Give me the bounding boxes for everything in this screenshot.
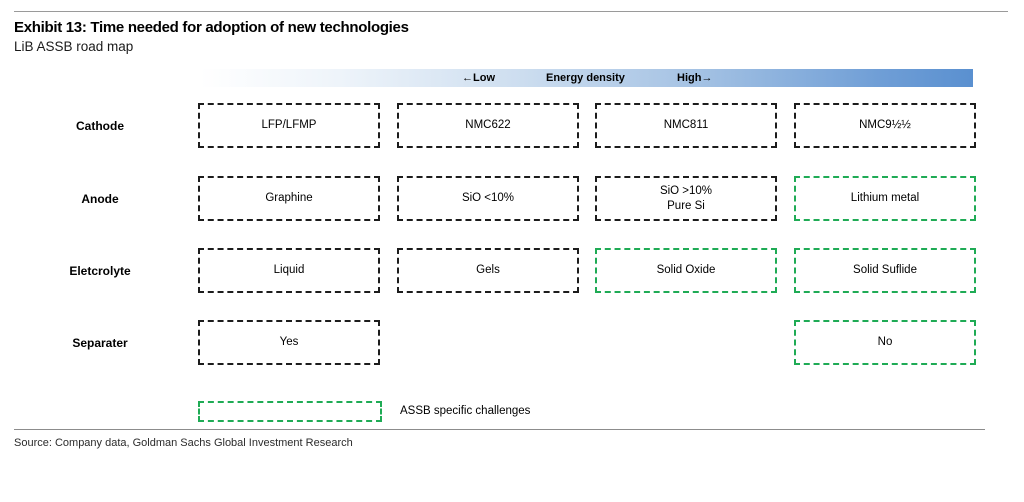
- cell-electrolyte-gels: Gels: [397, 248, 579, 293]
- cell-anode-sio-lt10: SiO <10%: [397, 176, 579, 221]
- row-label-anode: Anode: [81, 191, 119, 206]
- exhibit-subtitle: LiB ASSB road map: [14, 39, 134, 54]
- energy-density-axis: ←Low Energy density High→: [200, 69, 973, 87]
- cell-cathode-nmc955: NMC9½½: [794, 103, 976, 148]
- row-label-separator: Separater: [72, 335, 128, 350]
- legend-label: ASSB specific challenges: [400, 405, 531, 417]
- cell-electrolyte-liquid: Liquid: [198, 248, 380, 293]
- cell-anode-sio-gt10-pure-si: SiO >10% Pure Si: [595, 176, 777, 221]
- exhibit-title: Exhibit 13: Time needed for adoption of …: [14, 19, 409, 36]
- bottom-divider: [14, 429, 985, 430]
- row-anode: Anode Graphine SiO <10% SiO >10% Pure Si…: [0, 176, 1024, 221]
- row-label-cathode: Cathode: [76, 118, 124, 133]
- row-label-electrolyte: Eletcrolyte: [69, 263, 131, 278]
- axis-low-label: ←Low: [462, 72, 495, 84]
- cell-cathode-nmc622: NMC622: [397, 103, 579, 148]
- cell-separator-no: No: [794, 320, 976, 365]
- cell-anode-lithium-metal: Lithium metal: [794, 176, 976, 221]
- cell-separator-yes: Yes: [198, 320, 380, 365]
- legend-green-dashed-swatch: [198, 401, 382, 422]
- axis-high-label: High→: [677, 72, 713, 84]
- top-divider: [14, 11, 1008, 12]
- cell-cathode-nmc811: NMC811: [595, 103, 777, 148]
- row-cathode: Cathode LFP/LFMP NMC622 NMC811 NMC9½½: [0, 103, 1024, 148]
- axis-title: Energy density: [546, 72, 625, 84]
- source-note: Source: Company data, Goldman Sachs Glob…: [14, 437, 353, 449]
- row-separator: Separater Yes No: [0, 320, 1024, 365]
- cell-electrolyte-solid-sulfide: Solid Suflide: [794, 248, 976, 293]
- cell-anode-graphine: Graphine: [198, 176, 380, 221]
- cell-cathode-lfp-lfmp: LFP/LFMP: [198, 103, 380, 148]
- row-electrolyte: Eletcrolyte Liquid Gels Solid Oxide Soli…: [0, 248, 1024, 293]
- cell-electrolyte-solid-oxide: Solid Oxide: [595, 248, 777, 293]
